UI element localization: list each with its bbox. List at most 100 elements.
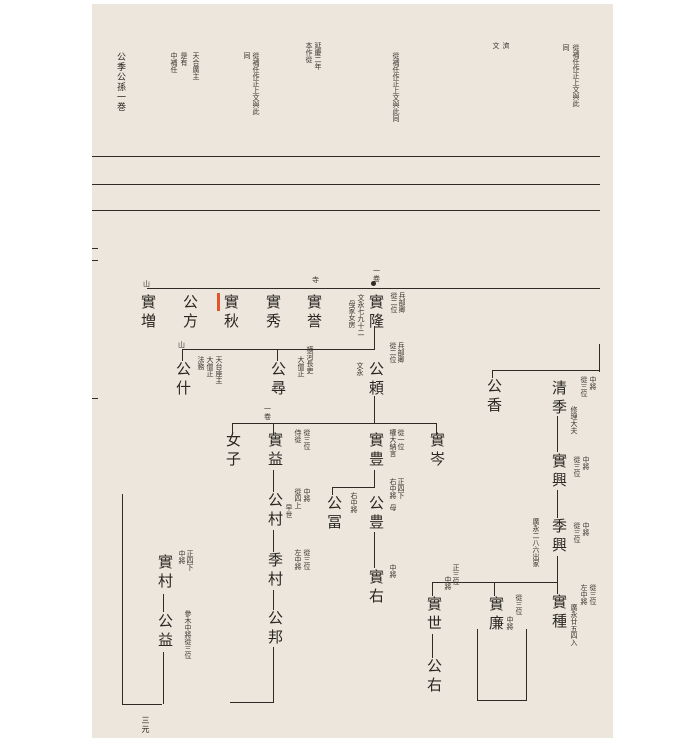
gen1-marker: 一 (373, 267, 380, 275)
left-note-2: 中將 (178, 550, 186, 564)
line-saneeki-down (273, 470, 275, 492)
header-note-e1: 延慶二年 (314, 42, 322, 70)
line-kimitoyo-down (374, 532, 376, 568)
saneeki-note-2: 侍從 (294, 429, 302, 443)
kimimura-note-3: 早世 (285, 504, 293, 518)
person-sanetaka: 實隆 (367, 294, 385, 332)
line-to-sanekado (494, 582, 496, 596)
kimitomi-note-1: 右中將 (350, 492, 358, 513)
sanetaka-note-4: 母家女房 (348, 300, 356, 328)
gen2-bar (182, 349, 375, 351)
saneeki-note-1: 從三位 (303, 429, 311, 450)
line-saneoki-down (557, 490, 559, 518)
line-to-kimika (492, 370, 494, 378)
header-note-d2: 同 (243, 52, 251, 59)
line-sanetoyo-down (374, 470, 376, 487)
left-note-3: 參木中將從三位 (184, 610, 192, 659)
person-sanetane: 實種 (550, 594, 568, 632)
gen3-marker: 一 (264, 405, 271, 413)
line-sanemura-down (163, 594, 165, 612)
margin-tick-2 (92, 260, 98, 262)
right-branch-riser (599, 344, 601, 372)
gen3-bar (232, 423, 437, 425)
sanetaka-note-3: 文永七九十二 (357, 294, 365, 336)
kimiju-note-1: 天台座主 (215, 356, 223, 384)
lineage-dot (371, 281, 376, 286)
gen2-yama: 山 (178, 341, 185, 349)
kimitoyo-note-2: 右中將 (389, 478, 397, 499)
kimiju-note-3: 法務 (197, 356, 205, 370)
person-sanehide: 實秀 (264, 294, 282, 332)
sanetane-note-1: 從三位 (589, 584, 597, 605)
person-joshi: 女子 (224, 432, 242, 470)
kimiyori-note-2: 從二位 (389, 342, 397, 363)
sanekado-bracket-right (526, 629, 528, 701)
kimihiro-note-2: 大僧正 (297, 356, 305, 377)
margin-tick-1 (92, 248, 98, 250)
line-sueoki-down (557, 556, 559, 594)
sueoki-note-3: 廣永二八六出家 (532, 518, 540, 567)
person-sanetoyo: 實豊 (367, 432, 385, 470)
header-note-e2: 本作從 (305, 42, 313, 63)
gen1-bar (147, 288, 600, 290)
kimihiro-note-1: 横河長吏 (306, 346, 314, 374)
saneoki-note-1: 中將 (582, 456, 590, 470)
person-sanemura-left: 實村 (156, 554, 174, 592)
kiyosue-note-3: 修理大夫 (570, 406, 578, 434)
line-to-kimitomi (332, 487, 334, 495)
sanekado-bracket-foot (477, 700, 527, 702)
person-kimitomi: 公冨 (325, 495, 343, 533)
gen1-yama2: 寺 (312, 276, 319, 284)
person-kimikata: 公方 (181, 294, 199, 332)
highlight-mark (217, 293, 220, 311)
rule-line-2 (92, 184, 600, 186)
line-kiyosue-down (557, 416, 559, 452)
gen1-yama1: 山 (143, 280, 150, 288)
kiyosue-note-1: 中將 (589, 376, 597, 390)
person-kimika: 公香 (485, 378, 503, 416)
sanekado-bracket-left (477, 629, 479, 701)
person-kimikuni: 公邦 (266, 610, 284, 648)
saneyo-note-1: 正三位 (452, 564, 460, 585)
line-to-joshi (232, 423, 234, 435)
person-kimitoyo: 公豊 (367, 495, 385, 533)
person-kimiju: 公什 (174, 361, 192, 399)
header-note-g1: 濟 (502, 42, 510, 49)
person-kimimura: 公村 (266, 492, 284, 530)
sueoki-note-2: 從三位 (573, 522, 581, 543)
header-note-h2: 同 (562, 44, 570, 51)
person-saneaki: 實秋 (222, 294, 240, 332)
line-to-kimiju (182, 349, 184, 361)
person-kimiyori: 公頼 (367, 361, 385, 399)
line-to-saneeki (273, 423, 275, 435)
kimiju-note-2: 大僧正 (206, 356, 214, 377)
left-branch-foot (122, 704, 162, 706)
line-to-kimihiro (277, 349, 279, 361)
header-note-g2: 文 (492, 42, 500, 49)
kimiyori-note-3: 文永 (356, 362, 364, 376)
document-title: 公季公孫一巻 (115, 52, 125, 112)
gen4-bar (332, 487, 375, 489)
line-to-sanemine (436, 423, 438, 435)
person-kimiu: 公右 (425, 658, 443, 696)
sanetaka-note-2: 從二位 (390, 292, 398, 313)
left-branch-line (122, 494, 124, 704)
kimitoyo-note-1: 正四下 (397, 478, 405, 499)
suemura-note-1: 從三位 (303, 549, 311, 570)
header-note-f1: 從補任作正上文與此同 (392, 52, 400, 122)
line-kimiyori-down (374, 396, 376, 424)
person-sanemine: 實岑 (428, 432, 446, 470)
line-kimimura-down (273, 530, 275, 552)
header-note-h1: 從補任作正上文與此 (572, 44, 580, 107)
sueoki-note-1: 中將 (582, 522, 590, 536)
line-saneyo-down (432, 634, 434, 658)
person-kimihiro: 公尋 (269, 361, 287, 399)
person-kiyosue: 清季 (550, 380, 568, 418)
suemura-note-2: 左中將 (294, 549, 302, 570)
sanekado-note-1: 從三位 (515, 594, 523, 615)
person-saneyo: 實誉 (305, 294, 323, 332)
header-note-d1: 從補任作正上文與此 (252, 52, 260, 115)
rule-line-1 (92, 156, 600, 158)
person-sanemasu: 實増 (139, 294, 157, 332)
left-note-1: 正四下 (186, 550, 194, 571)
